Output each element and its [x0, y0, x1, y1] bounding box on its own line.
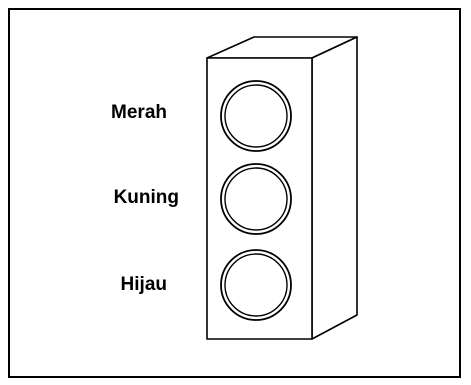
- traffic-light-housing: [207, 37, 357, 339]
- label-merah: Merah: [111, 102, 167, 123]
- label-kuning: Kuning: [114, 187, 179, 208]
- housing-side-face: [312, 37, 357, 339]
- label-hijau: Hijau: [121, 274, 167, 295]
